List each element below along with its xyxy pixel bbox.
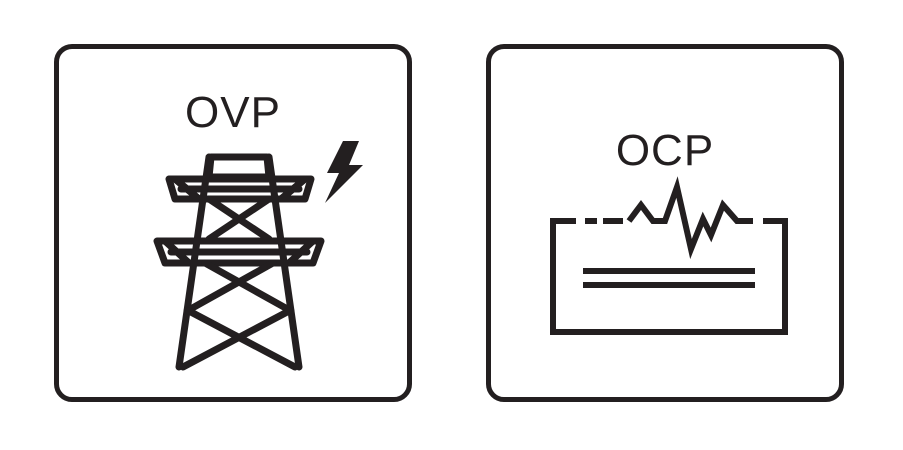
power-tower-lightning-icon	[153, 141, 363, 371]
ovp-tile: OVP	[54, 44, 412, 402]
ovp-label: OVP	[185, 88, 281, 137]
lightning-bolt-icon	[325, 141, 363, 203]
surge-wave-icon	[550, 176, 788, 335]
ocp-label: OCP	[615, 126, 715, 175]
ocp-tile: OCP	[486, 44, 844, 402]
